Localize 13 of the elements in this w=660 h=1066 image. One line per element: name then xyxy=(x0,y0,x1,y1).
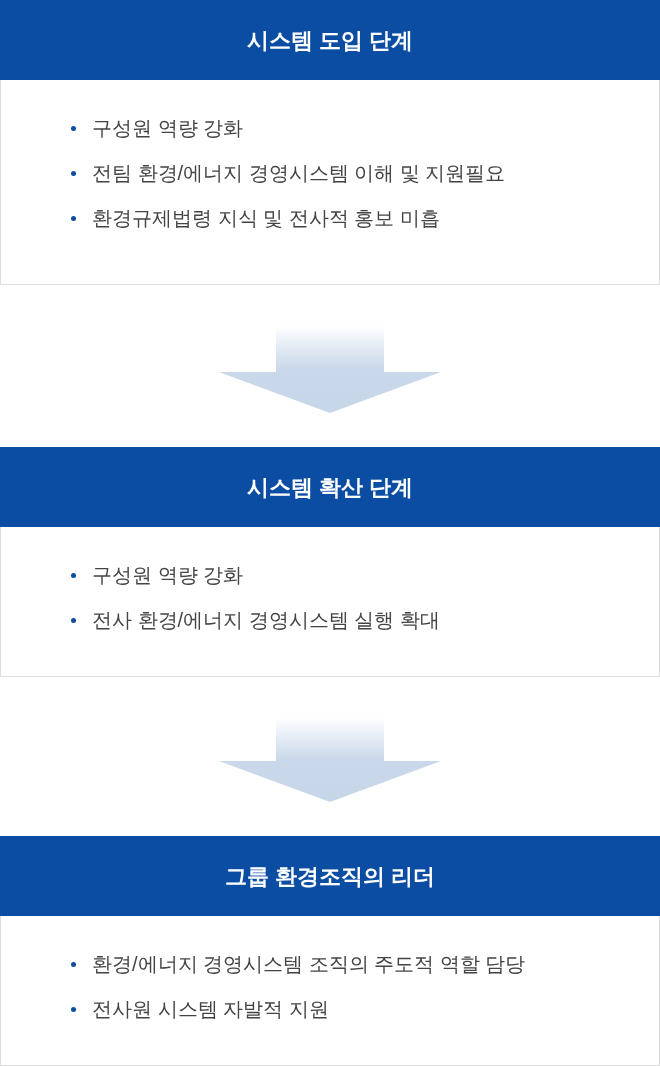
stage-header: 시스템 도입 단계 xyxy=(0,0,660,80)
bullet-text: 구성원 역량 강화 xyxy=(92,116,244,141)
stage-panel xyxy=(0,836,660,1066)
stage-header: 시스템 확산 단계 xyxy=(0,447,660,527)
bullet-text: 환경/에너지 경영시스템 조직의 주도적 역할 담당 xyxy=(92,952,526,977)
bullet-text: 구성원 역량 강화 xyxy=(92,563,244,588)
bullet-text: 전팀 환경/에너지 경영시스템 이해 및 지원필요 xyxy=(92,161,506,186)
stage-header: 그룹 환경조직의 리더 xyxy=(0,836,660,916)
stage-panel xyxy=(0,0,660,285)
stage-panel xyxy=(0,447,660,677)
bullet-text: 전사원 시스템 자발적 지원 xyxy=(92,997,329,1022)
bullet-text: 전사 환경/에너지 경영시스템 실행 확대 xyxy=(92,608,440,633)
bullet-text: 환경규제법령 지식 및 전사적 홍보 미흡 xyxy=(92,206,440,231)
